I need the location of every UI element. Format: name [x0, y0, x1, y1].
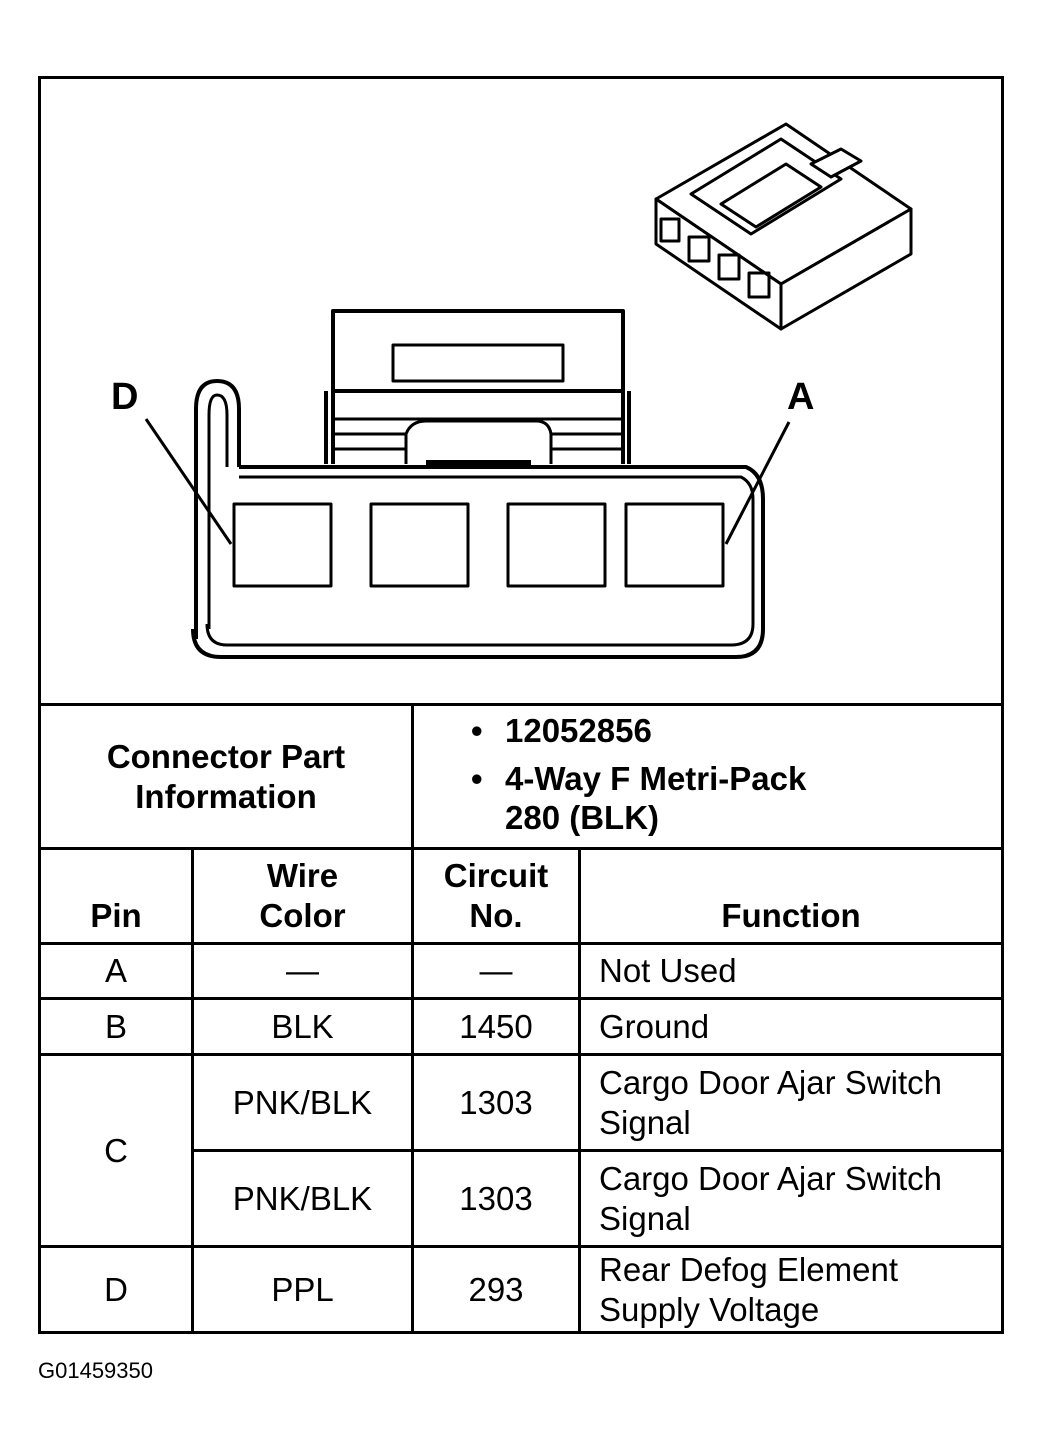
connector-part-info-values: •12052856 • 4-Way F Metri-Pack 280 (BLK)	[471, 711, 806, 838]
row-a-color: —	[286, 952, 319, 990]
connector-part-info-label: Connector Part Information	[106, 737, 346, 815]
pin-a-label: A	[787, 376, 814, 418]
description-line-2: 280 (BLK)	[505, 799, 660, 837]
description-line-1: 4-Way F Metri-Pack	[505, 759, 807, 797]
divider	[41, 703, 1001, 706]
row-a-pin: A	[104, 952, 127, 990]
part-number: 12052856	[505, 712, 652, 749]
row-c1-circuit: 1303	[459, 1083, 533, 1121]
connector-isometric-icon	[654, 122, 913, 331]
divider	[41, 942, 1001, 945]
row-d-circuit: 293	[468, 1270, 524, 1308]
divider	[41, 1053, 1001, 1056]
row-a-circuit: —	[479, 952, 513, 990]
row-b-color: BLK	[271, 1007, 334, 1045]
divider	[411, 847, 414, 1331]
part-number-item: •12052856	[471, 712, 652, 749]
header-pin: Pin	[90, 897, 142, 935]
row-c2-circuit: 1303	[459, 1179, 533, 1217]
connector-face	[144, 309, 791, 659]
divider	[191, 1149, 1001, 1152]
connector-diagram-frame: D A Connector Part Information •12052856…	[38, 76, 1004, 1334]
connector-face-drawing: D A	[111, 122, 913, 659]
divider	[41, 847, 1001, 850]
row-a-function: Not Used	[599, 952, 737, 990]
divider	[41, 1245, 1001, 1248]
row-c2-color: PNK/BLK	[232, 1179, 373, 1217]
row-c-pin: C	[104, 1131, 128, 1169]
row-b-circuit: 1450	[459, 1007, 533, 1045]
row-d-pin: D	[104, 1270, 128, 1308]
divider	[578, 847, 581, 1331]
row-d-color: PPL	[271, 1270, 334, 1308]
row-c1-color: PNK/BLK	[232, 1083, 373, 1121]
description-item: • 4-Way F Metri-Pack 280 (BLK)	[471, 759, 807, 837]
divider	[191, 847, 194, 1331]
pin-d-label: D	[111, 376, 138, 418]
figure-id: G01459350	[38, 1358, 153, 1383]
row-b-pin: B	[104, 1007, 127, 1045]
divider	[41, 997, 1001, 1000]
row-b-function: Ground	[599, 1007, 710, 1045]
header-function: Function	[721, 897, 861, 935]
divider	[411, 703, 414, 850]
